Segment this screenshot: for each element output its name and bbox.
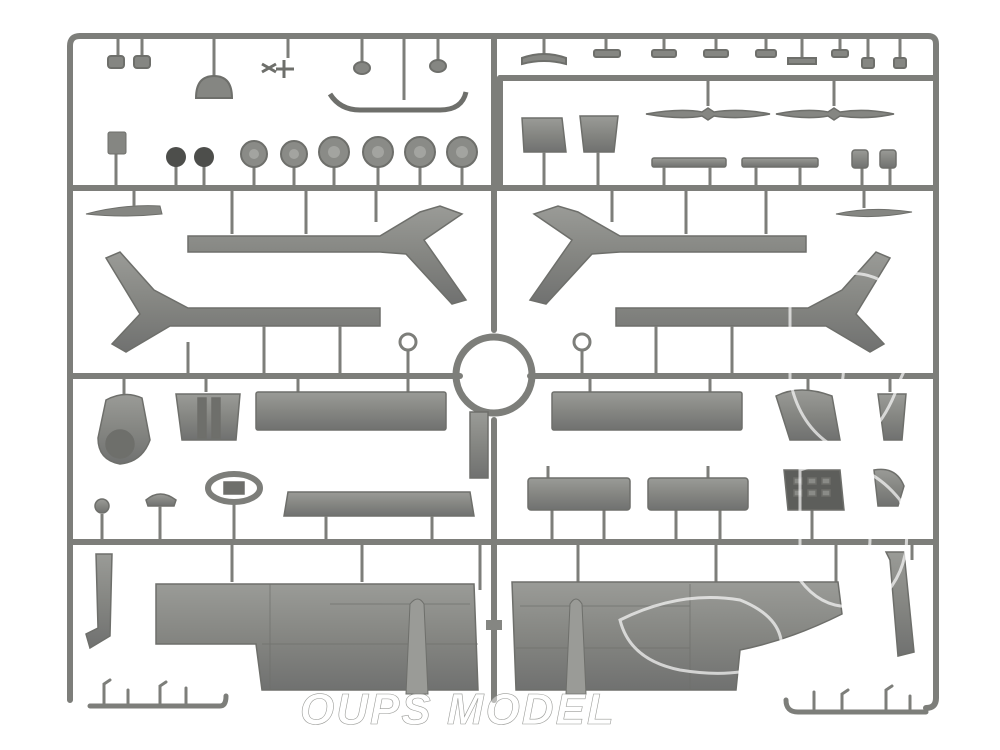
top-small-parts [107,36,907,113]
watermark-text: OUPS MODEL [300,685,616,734]
middle-row-parts [97,376,907,479]
side-struts [85,542,915,657]
central-ring [452,333,536,417]
lower-row-parts [94,466,905,542]
right-upper-parts [521,115,897,188]
bottom-runners [87,693,929,715]
bottom-hooks [102,678,912,714]
sprue-frame [67,33,939,711]
tail-booms [104,188,892,376]
wheels-row [107,131,478,188]
right-wing [511,581,843,691]
left-wing [155,583,479,691]
watermark: OUPS MODEL [300,271,913,734]
wings [155,542,843,695]
propellers [645,78,895,121]
antenna-parts [85,188,913,218]
